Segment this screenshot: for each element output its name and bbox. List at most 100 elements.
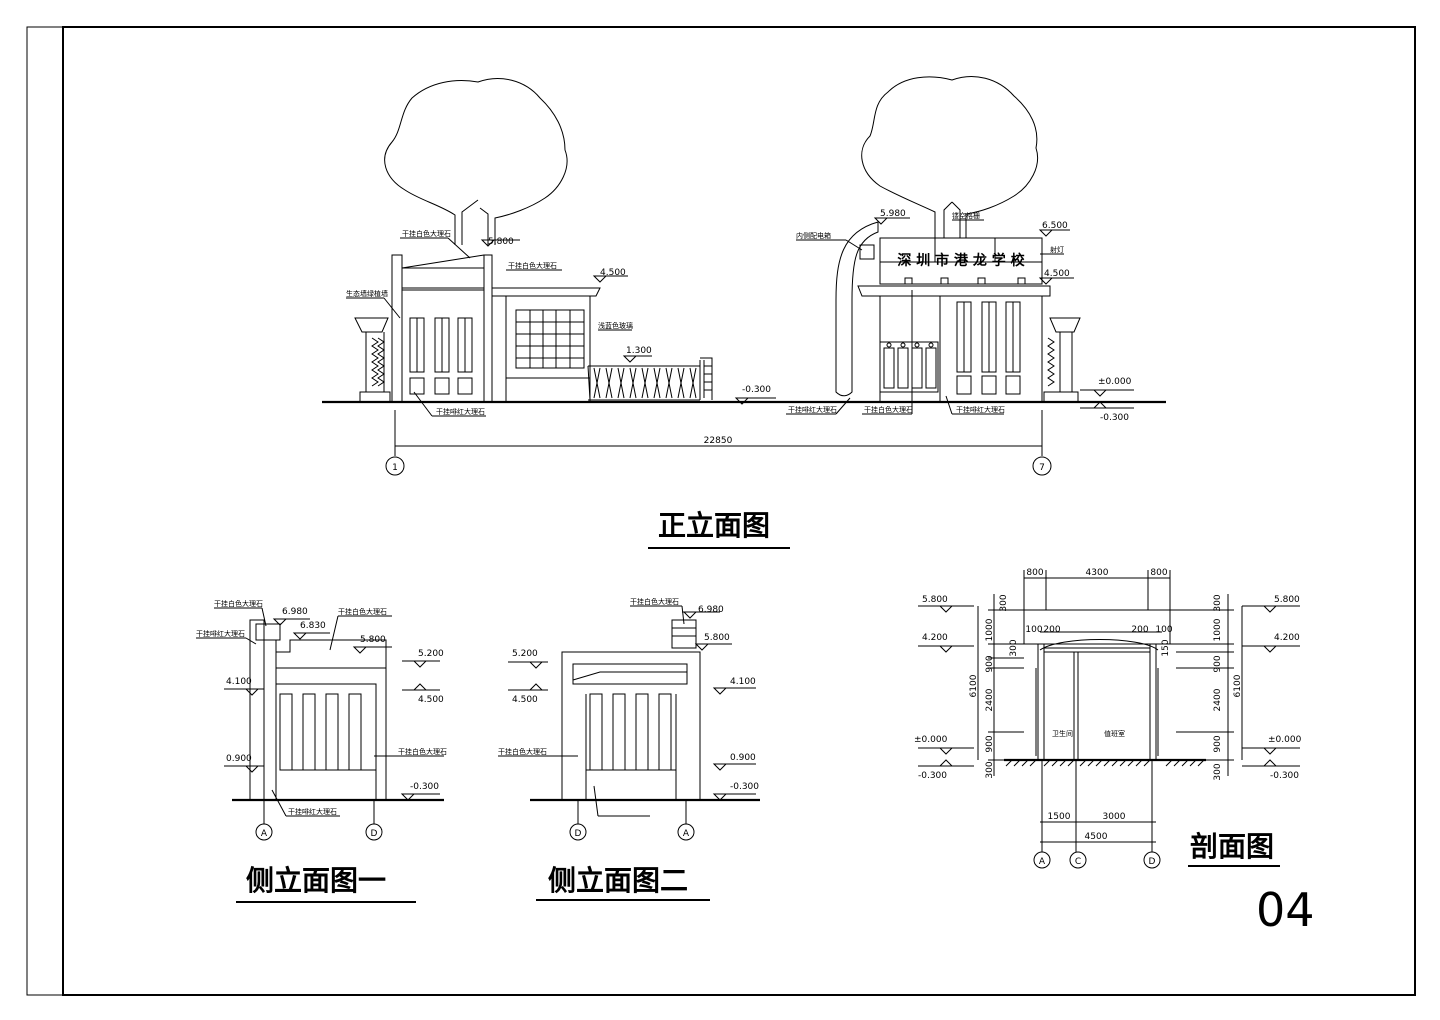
school-sign-text: 深 圳 市 港 龙 学 校 (897, 252, 1025, 269)
section-right-total: 6100 (1233, 674, 1243, 697)
front-level-2: 4.500 (600, 268, 626, 278)
front-level-9: -0.300 (1100, 413, 1129, 423)
section-room-1: 卫生间 (1052, 729, 1073, 738)
section-top-dim-3: 800 (1150, 568, 1167, 578)
section-bottom-total: 4500 (1085, 832, 1108, 842)
tree-left (384, 78, 568, 245)
section-top-dim-2: 4300 (1086, 568, 1109, 578)
side1-level-e: 4.500 (418, 695, 444, 705)
level-marks-front (480, 217, 1134, 409)
side1-axis-d: D (371, 829, 378, 839)
side1-axis-a: A (261, 829, 268, 839)
section-right-vdim-6: 900 (1213, 735, 1223, 752)
front-note-7: 镂空格栅 (952, 211, 980, 220)
section-left-vdim-lines (977, 594, 1024, 776)
side1-note-e: 干挂啡红大理石 (288, 807, 337, 816)
overall-dim-value: 22850 (704, 436, 733, 446)
section-axis-bubble-a (1033, 851, 1051, 869)
section-bottom-dim-2: 3000 (1103, 812, 1126, 822)
tree-right (861, 76, 1038, 238)
section-right-vdim-2: 1000 (1213, 618, 1223, 641)
side2-level-g: -0.300 (730, 782, 759, 792)
side1-level-c: 5.800 (360, 635, 386, 645)
side1-axis-bubble-a (255, 823, 273, 841)
right-curved-wall (835, 221, 879, 397)
front-note-3: 生态墙绿植墙 (346, 289, 388, 298)
inner-border (62, 26, 1416, 996)
section-left-level-1: 5.800 (922, 595, 948, 605)
section-right-vdim-7: 300 (1213, 763, 1223, 780)
side2-note-b: 干挂白色大理石 (498, 747, 547, 756)
side2-level-f: 0.900 (730, 753, 756, 763)
front-note-10: 干挂白色大理石 (864, 405, 913, 414)
front-note-1: 干挂白色大理石 (402, 229, 451, 238)
section-axis-bubble-d (1143, 851, 1161, 869)
section-left-total: 6100 (969, 674, 979, 697)
section-right-vdim-4: 900 (1213, 655, 1223, 672)
side1-note-a: 干挂白色大理石 (214, 599, 263, 608)
canopy (857, 285, 1051, 297)
axis-bubble-1 (385, 456, 405, 476)
axis-label-7: 7 (1039, 463, 1045, 473)
side2-axis-bubble-a (677, 823, 695, 841)
section-right-level-2: 4.200 (1274, 633, 1300, 643)
section-bottom-dim-1: 1500 (1048, 812, 1071, 822)
side2-level-a: 6.980 (698, 605, 724, 615)
side2-leaders (498, 605, 685, 817)
side2-body (561, 619, 701, 801)
side1-level-d: 5.200 (418, 649, 444, 659)
front-level-8: ±0.000 (1098, 377, 1132, 387)
front-note-11: 干挂啡红大理石 (956, 405, 1005, 414)
section-axis-c: C (1075, 857, 1081, 867)
section-left-vdim-5: 2400 (985, 688, 995, 711)
section-right-level-4: -0.300 (1270, 771, 1299, 781)
side1-level-b: 6.830 (300, 621, 326, 631)
front-note-5: 干挂啡红大理石 (436, 407, 485, 416)
section-right-vdim-3: 150 (1161, 639, 1171, 656)
left-pylon-right (483, 254, 493, 403)
front-level-1: 5.800 (488, 237, 514, 247)
section-right-vdim-1: 300 (1213, 594, 1223, 611)
left-tall-pylon (391, 254, 403, 403)
section-top-dim-lines (1023, 570, 1171, 633)
front-note-9: 干挂啡红大理石 (788, 405, 837, 414)
side1-level-marks (224, 618, 440, 801)
front-elevation: 深 圳 市 港 龙 学 校 22850 1 7 (322, 76, 1166, 549)
front-note-6: 内侧配电箱 (796, 231, 831, 240)
left-planter (354, 317, 391, 403)
section-right-vdim-lines (1170, 594, 1243, 776)
right-planter (1043, 317, 1081, 403)
right-door-group (879, 341, 939, 393)
front-level-5: 5.980 (880, 209, 906, 219)
front-leaders (346, 219, 1064, 417)
right-windows (956, 301, 1021, 395)
side2-axis-bubble-d (569, 823, 587, 841)
section-left-vdim-7: 300 (985, 761, 995, 778)
side2-level-c: 5.200 (512, 649, 538, 659)
side2-title: 侧立面图二 (548, 864, 688, 897)
tree-right-trunk (943, 201, 961, 238)
section-left-vdim-2: 1000 (985, 618, 995, 641)
front-level-3: 1.300 (626, 346, 652, 356)
left-building-body (401, 254, 485, 402)
side1-axis-bubble-d (365, 823, 383, 841)
side1-note-c: 干挂白色大理石 (338, 607, 387, 616)
right-planter-greenery (1047, 337, 1055, 387)
section-left-vdim-4: 900 (985, 655, 995, 672)
axis-bubble-7 (1032, 456, 1052, 476)
side2-level-marks (508, 611, 756, 801)
side1-level-a: 6.980 (282, 607, 308, 617)
section-left-level-marks (918, 605, 974, 767)
section-view: 800 4300 800 100 200 200 100 卫生间 值班室 (914, 568, 1315, 937)
side2-axis-d: D (575, 829, 582, 839)
sheet-number: 04 (1256, 883, 1315, 937)
section-right-level-marks (1242, 605, 1300, 767)
side-elevation-2: 6.980 5.800 5.200 4.500 4.100 0.900 -0.3… (498, 597, 760, 901)
pavilion-glass-grid (515, 309, 585, 369)
side1-level-f: 4.100 (226, 677, 252, 687)
front-note-2: 干挂白色大理石 (508, 261, 557, 270)
section-axis-d: D (1149, 857, 1156, 867)
side1-level-g: 0.900 (226, 754, 252, 764)
section-inner-dim-2: 200 (1043, 625, 1060, 635)
